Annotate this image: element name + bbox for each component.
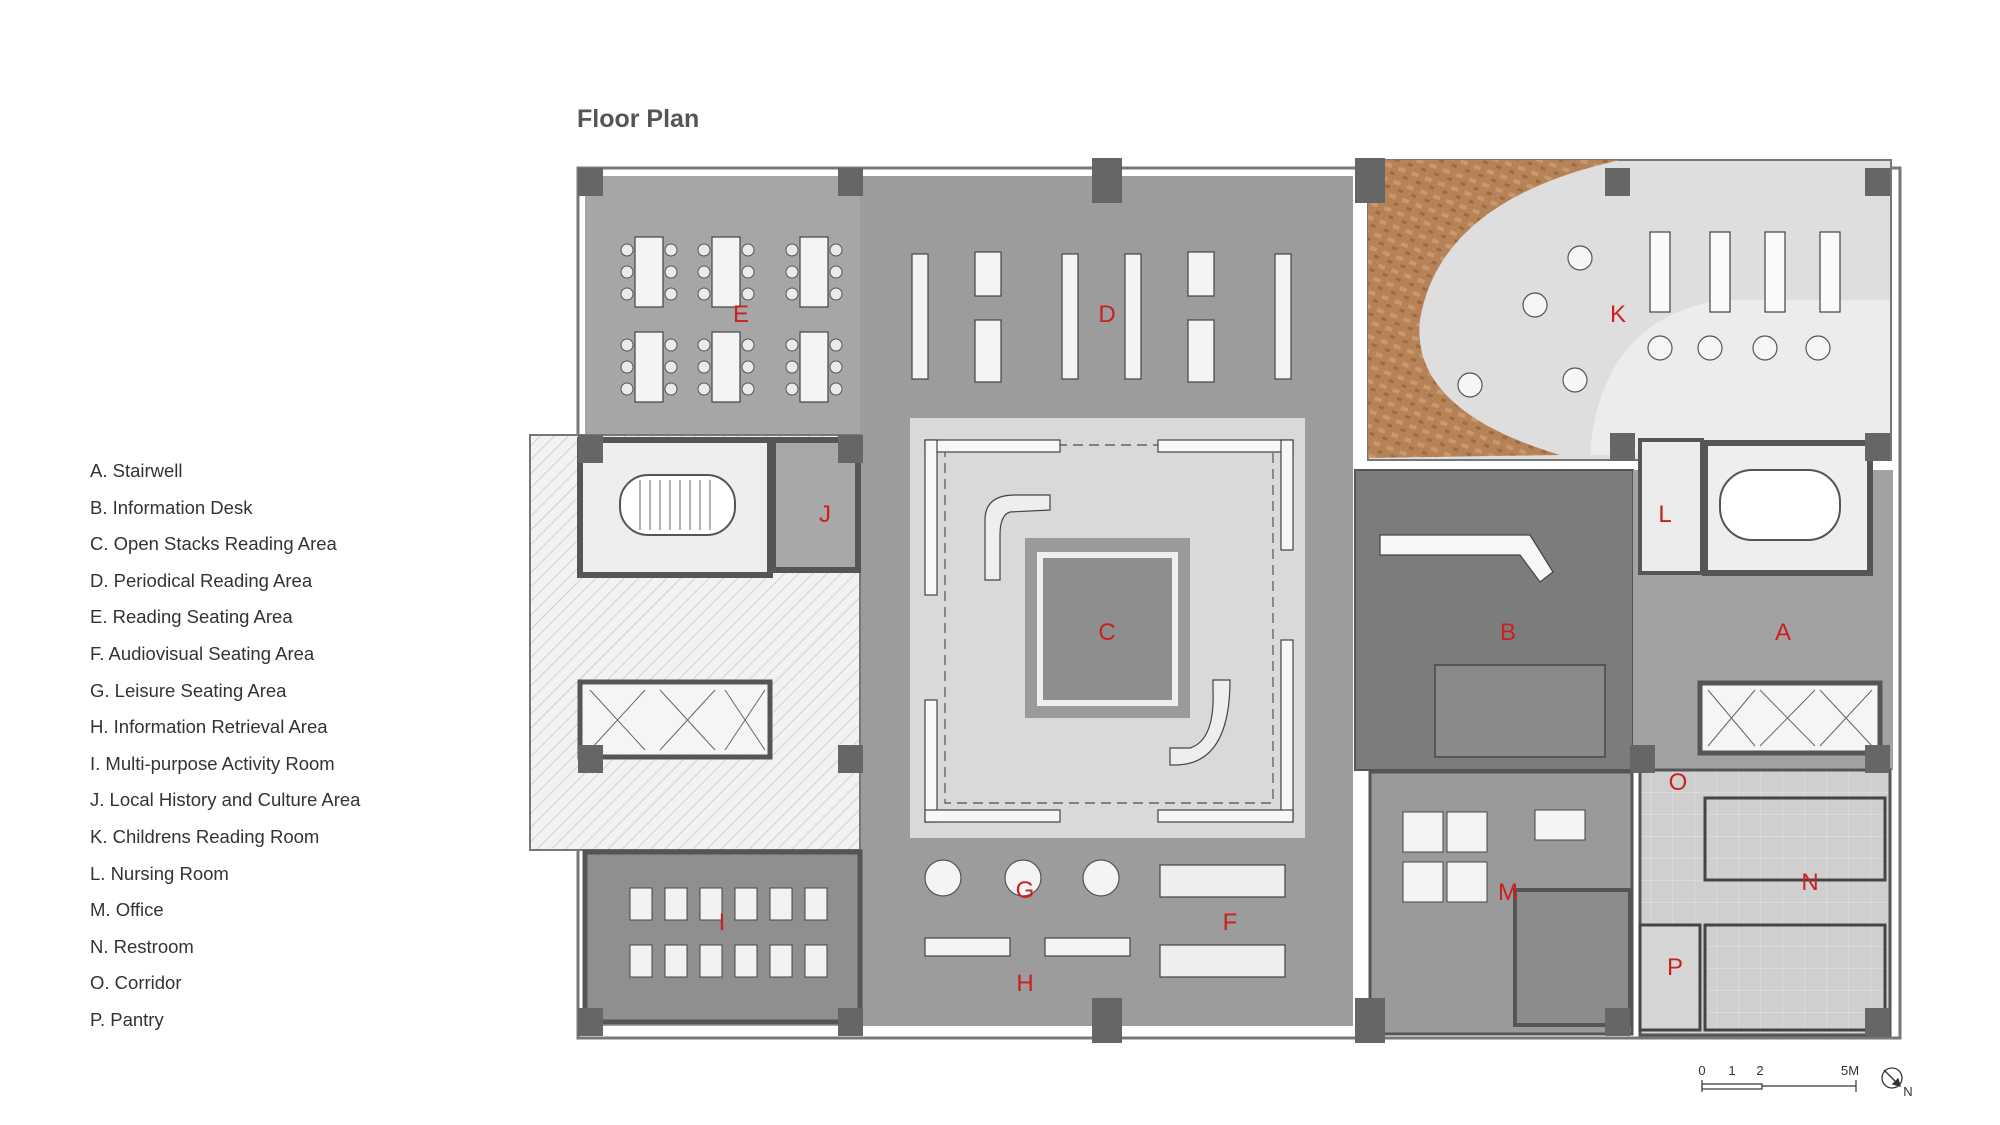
zone-label-o: O (1669, 769, 1688, 796)
zone-label-i: I (719, 909, 726, 936)
legend-item-n: N. Restroom (90, 935, 194, 957)
zone-label-f: F (1223, 909, 1238, 936)
stairwell-west-inner (619, 474, 736, 536)
local-history-room (770, 437, 861, 573)
legend-item-p: P. Pantry (90, 1008, 164, 1030)
north-label: N (1903, 1084, 1912, 1099)
reading-tables-e (634, 236, 829, 403)
legend-item-l: L. Nursing Room (90, 862, 229, 884)
legend-item-o: O. Corridor (90, 972, 182, 994)
childrens-room-wood-arc (1368, 160, 1620, 458)
scale-tick-1: 1 (1728, 1063, 1735, 1078)
zone-label-j: J (819, 501, 831, 528)
legend-item-j: J. Local History and Culture Area (90, 789, 361, 811)
pantry-room (1638, 923, 1702, 1032)
restroom-stall-block (1703, 796, 1887, 882)
zone-label-a: A (1775, 619, 1791, 646)
stairwell-east-inner (1719, 469, 1841, 541)
zone-label-n: N (1801, 869, 1818, 896)
scale-bar (1701, 1080, 1857, 1092)
scale-tick-2: 2 (1756, 1063, 1763, 1078)
info-desk-counter (1379, 534, 1554, 583)
zone-label-c: C (1098, 619, 1115, 646)
retrieval-counters-h (924, 937, 1131, 957)
legend-item-k: K. Childrens Reading Room (90, 825, 320, 847)
office-room (1513, 888, 1632, 1027)
restroom-lower-stalls (1703, 923, 1887, 1032)
west-elevators (577, 679, 773, 760)
legend-item-b: B. Information Desk (90, 496, 253, 518)
legend-item-f: F. Audiovisual Seating Area (90, 642, 315, 664)
open-stacks-center (1037, 552, 1178, 706)
legend-item-c: C. Open Stacks Reading Area (90, 533, 337, 555)
stairwell-west-steps (639, 480, 711, 530)
audiovisual-seats-f (1159, 864, 1286, 978)
zone-label-l: L (1658, 501, 1671, 528)
east-elevators (1697, 680, 1883, 756)
curved-desk-nw (984, 494, 1051, 581)
nursing-room (1638, 438, 1704, 575)
curved-desk-se (1169, 679, 1231, 766)
multipurpose-seats-i (629, 887, 828, 978)
page-title: Floor Plan (577, 105, 700, 133)
zone-label-h: H (1016, 970, 1033, 997)
legend-item-e: E. Reading Seating Area (90, 606, 293, 628)
multipurpose-room (582, 849, 863, 1025)
zone-label-e: E (733, 301, 749, 328)
open-stacks-dashed (944, 444, 1274, 804)
zone-label-g: G (1016, 877, 1035, 904)
childrens-shelves (1649, 231, 1841, 313)
info-desk-workstation (1434, 664, 1606, 758)
office-desks (1402, 809, 1586, 903)
legend-item-m: M. Office (90, 899, 164, 921)
zone-labels: A B C D E F G H I J K L M N O P (719, 301, 1819, 997)
zone-label-p: P (1667, 954, 1683, 981)
legend-item-g: G. Leisure Seating Area (90, 679, 287, 701)
childrens-round-tables (1457, 245, 1831, 398)
zone-label-m: M (1498, 879, 1518, 906)
periodical-shelves-d (911, 251, 1292, 383)
zone-label-b: B (1500, 619, 1516, 646)
zone-label-d: D (1098, 301, 1115, 328)
zone-label-k: K (1610, 301, 1626, 328)
scale-tick-5m: 5M (1841, 1063, 1859, 1078)
open-stacks-shelves (924, 439, 1294, 823)
legend-item-i: I. Multi-purpose Activity Room (90, 752, 335, 774)
reading-chairs-e (620, 243, 843, 396)
legend-item-d: D. Periodical Reading Area (90, 569, 313, 591)
structural-columns (578, 158, 1890, 1043)
legend-item-a: A. Stairwell (90, 460, 183, 481)
legend: A. Stairwell B. Information Desk C. Open… (90, 460, 360, 1046)
scale-tick-0: 0 (1698, 1063, 1705, 1078)
leisure-tables-g (924, 859, 1120, 897)
north-arrow-icon (1881, 1067, 1903, 1089)
legend-item-h: H. Information Retrieval Area (90, 716, 328, 738)
